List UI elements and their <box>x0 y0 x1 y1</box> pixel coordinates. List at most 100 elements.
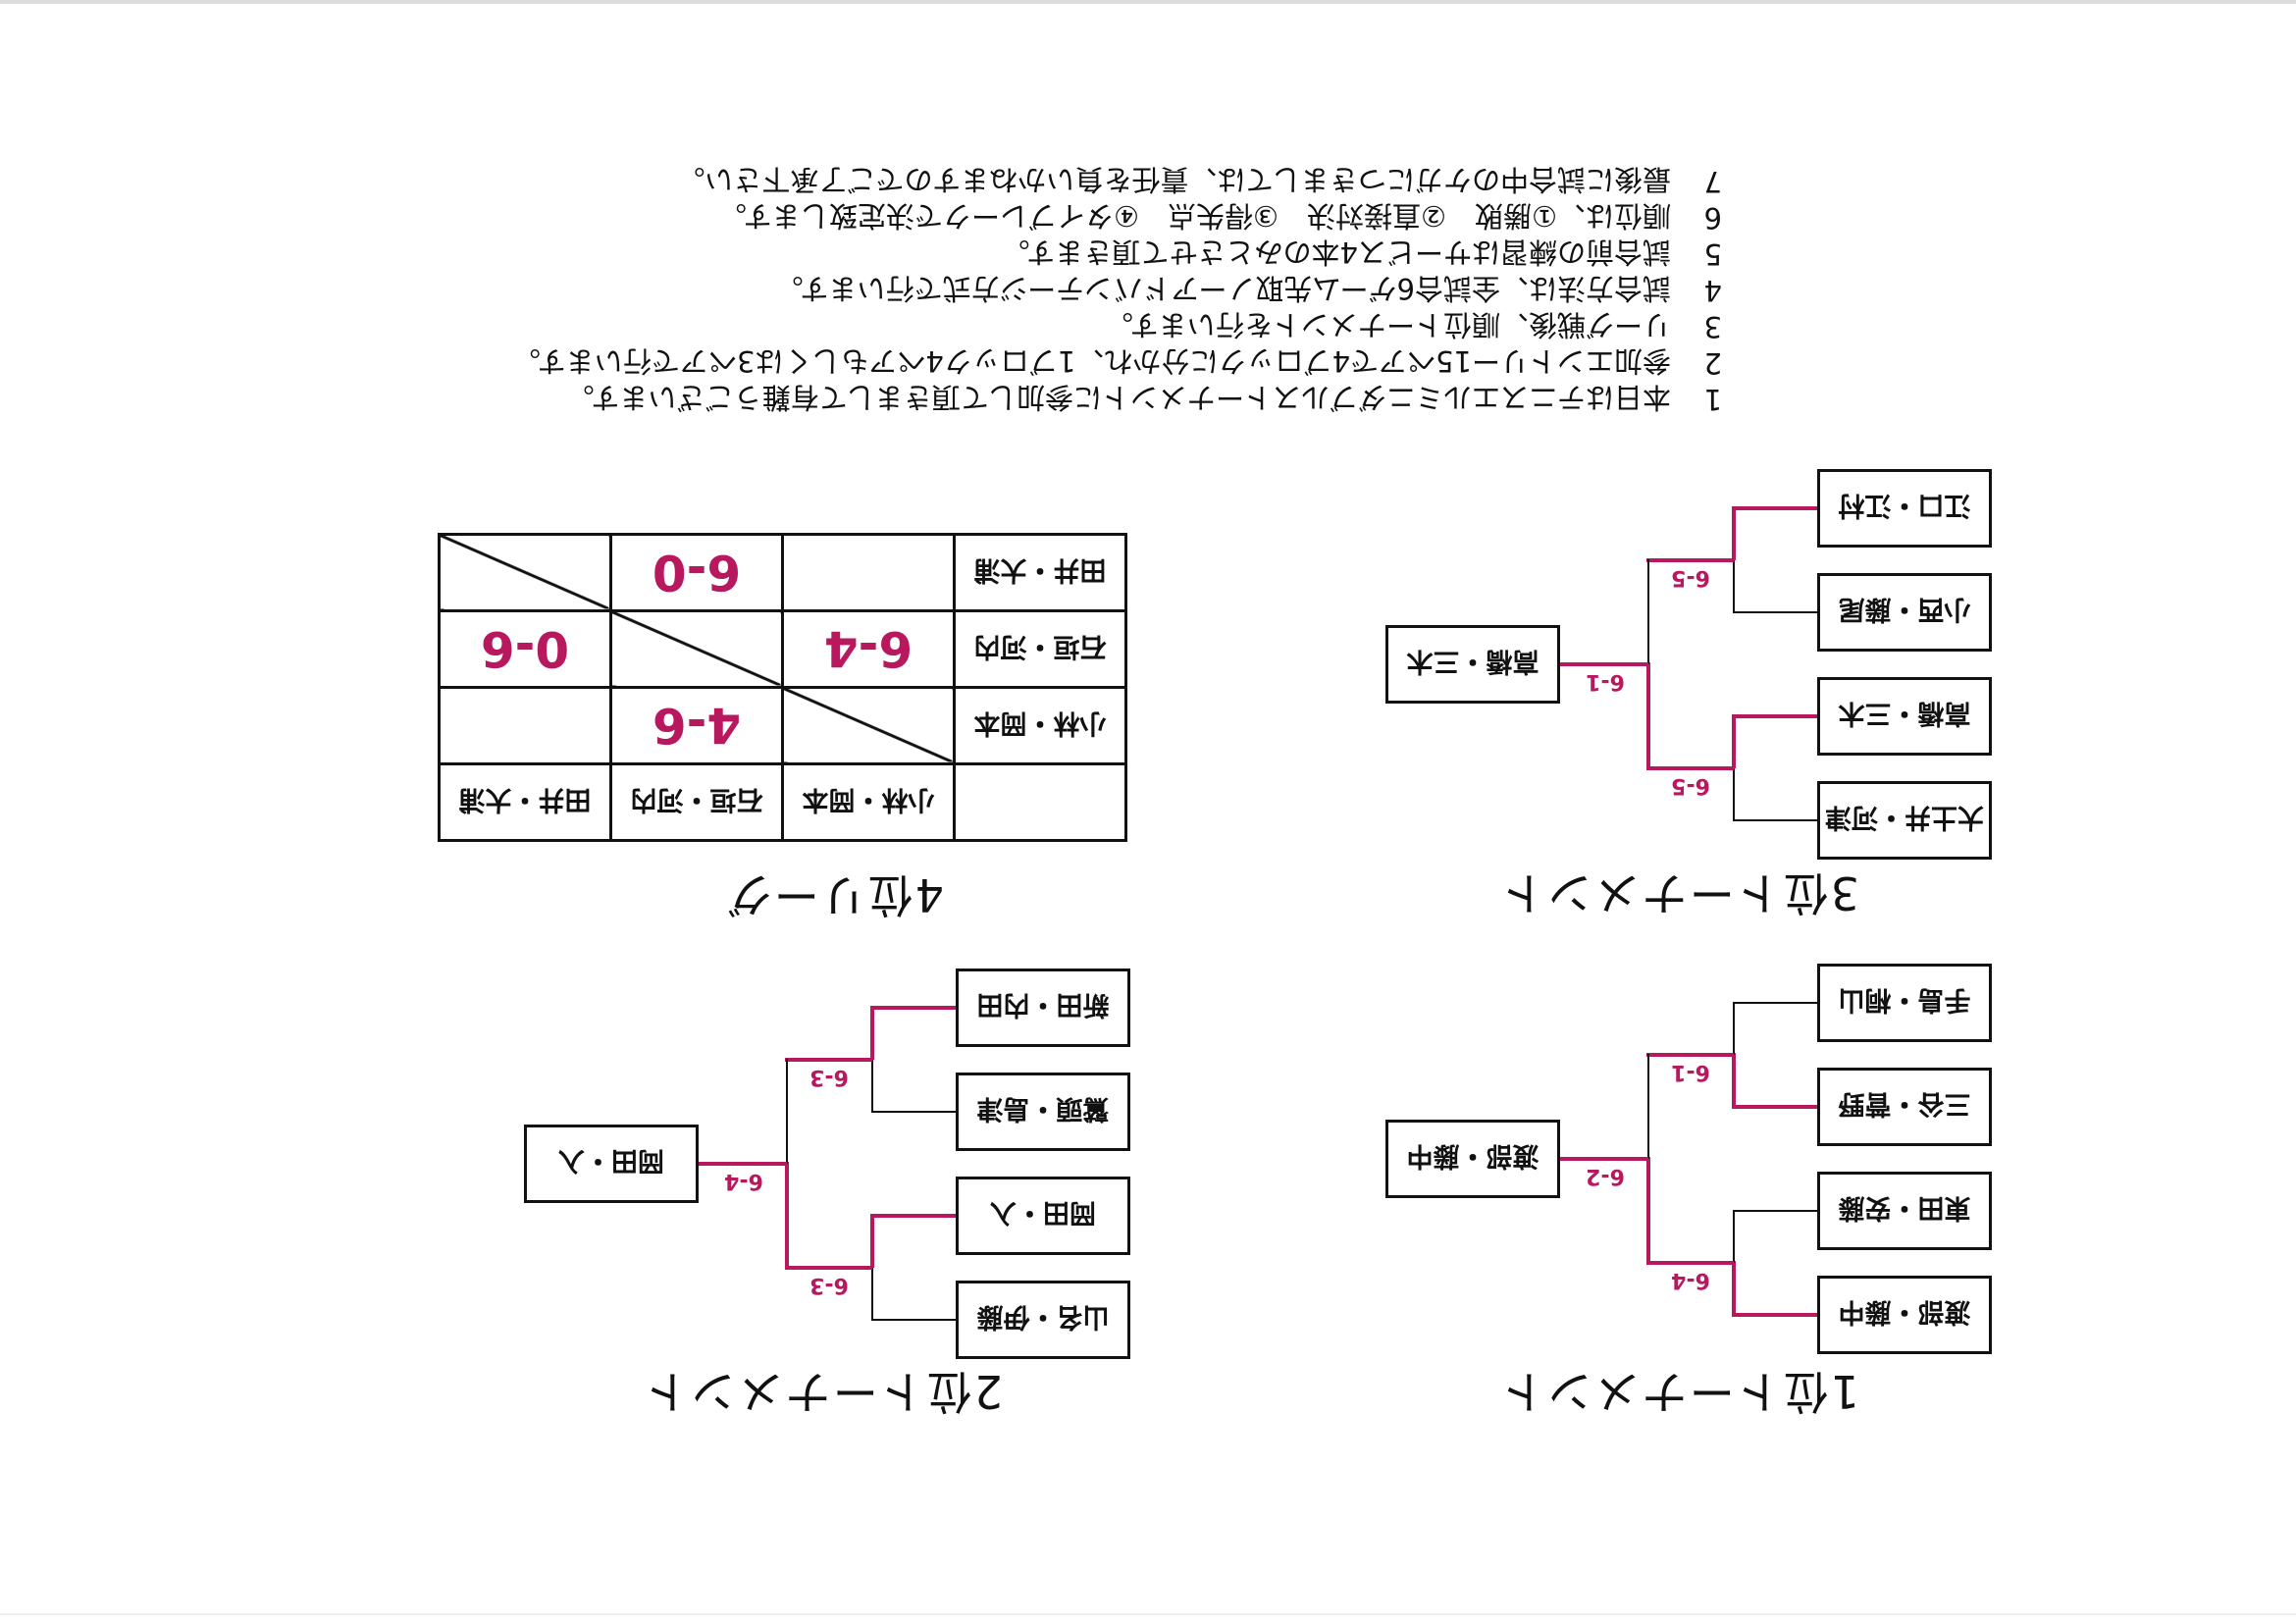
match-score: 6-1 <box>1671 1060 1710 1084</box>
league-title: 4位リーグ <box>724 868 944 921</box>
entrant-box: 新田・内田 <box>956 969 1130 1047</box>
bracket-line <box>1733 1002 1735 1055</box>
notes-list: 1 本日はテニスエルミニダブルストーナメントに参加して頂きまして有難うございます。… <box>512 164 1722 418</box>
winner-path-line <box>1732 1105 1817 1109</box>
entrant-box: 渡部・藤中 <box>1817 1276 1992 1354</box>
league-team-header: 田井・大浦 <box>439 763 611 841</box>
bracket-line <box>871 1319 956 1321</box>
league-team-label: 小林・岡本 <box>954 687 1126 764</box>
league-result-cell: 6-4 <box>782 610 955 688</box>
winner-path-line <box>1646 766 1734 770</box>
note-number: 7 <box>1703 165 1722 199</box>
scan-edge-top <box>0 1613 2296 1615</box>
winner-path-line <box>1732 714 1817 718</box>
note-item: 7 最後に試合中のケガにつきましては、責任を負いかねますのでご了承下さい。 <box>512 164 1722 200</box>
bracket-title-second: 2位トーナメント <box>642 1365 1003 1418</box>
winner-path-line <box>1732 1053 1736 1107</box>
bracket-line <box>1733 1210 1817 1212</box>
winner-path-line <box>785 1162 789 1268</box>
match-score: 6-3 <box>809 1273 849 1297</box>
winner-path-line <box>1732 1313 1817 1317</box>
note-text: 最後に試合中のケガにつきましては、責任を負いかねますのでご了承下さい。 <box>676 163 1671 197</box>
match-score: 6-5 <box>1671 565 1710 590</box>
bracket-line <box>871 1059 873 1112</box>
league-team-header: 石垣・河内 <box>610 763 783 841</box>
note-number: 2 <box>1703 346 1722 381</box>
bracket-line <box>871 1267 873 1320</box>
winner-path-line <box>785 1058 872 1062</box>
winner-path-line <box>1646 1053 1734 1057</box>
league-header-row: 小林・岡本石垣・河内田井・大浦 <box>439 763 1126 841</box>
bracket-line <box>1647 559 1649 664</box>
note-text: 参加エントリー15ペアで4ブロックに分かれ、1ブロック4ペアもしくは3ペアで行い… <box>511 344 1671 379</box>
winner-path-line <box>1732 1261 1736 1315</box>
champion-box: 岡田・入 <box>524 1125 699 1203</box>
note-number: 1 <box>1703 383 1722 417</box>
winner-path-line <box>697 1162 787 1166</box>
bracket-line <box>1733 611 1817 613</box>
note-number: 3 <box>1703 310 1722 344</box>
league-corner-cell <box>954 763 1126 841</box>
match-score: 6-3 <box>809 1065 849 1089</box>
league-team-label: 石垣・河内 <box>954 610 1126 688</box>
entrant-box: 山名・伊藤 <box>956 1281 1130 1359</box>
entrant-box: 手島・桐山 <box>1817 964 1992 1042</box>
note-text: 順位は、①勝敗 ②直接対決 ③得失点 ④タイブレークで決定致します。 <box>717 199 1671 234</box>
winner-path-line <box>870 1006 956 1010</box>
bracket-title-first: 1位トーナメント <box>1498 1365 1859 1418</box>
scan-edge-bottom <box>0 0 2296 4</box>
entrant-box: 小西・藤尾 <box>1817 573 1992 652</box>
champion-box: 高橋・三木 <box>1385 625 1560 704</box>
winner-path-line <box>1558 662 1648 666</box>
note-number: 5 <box>1703 237 1722 272</box>
note-item: 6 順位は、①勝敗 ②直接対決 ③得失点 ④タイブレークで決定致します。 <box>512 200 1722 236</box>
bracket-line <box>1733 819 1817 821</box>
entrant-box: 大土井・河津 <box>1817 781 1992 860</box>
note-text: 試合前の練習はサービス4本のみとさせて頂きます。 <box>1001 236 1671 270</box>
bracket-second-place: 山名・伊藤 岡田・入 鷲頭・島津 新田・内田 6-3 6-3 6-4 岡田・入 <box>522 967 1130 1359</box>
note-item: 5 試合前の練習はサービス4本のみとさせて頂きます。 <box>512 236 1722 273</box>
note-item: 4 試合方法は、全試合6ゲーム先取ノーアドバンテージ方式で行います。 <box>512 273 1722 309</box>
winner-path-line <box>870 1006 874 1060</box>
note-item: 3 リーグ戦後、順位トーナメントを行います。 <box>512 309 1722 345</box>
note-number: 6 <box>1703 201 1722 236</box>
league-result-cell: 0-6 <box>439 610 611 688</box>
bracket-line <box>1733 1002 1817 1004</box>
bracket-line <box>1733 559 1735 612</box>
league-self-cell <box>782 687 955 764</box>
bracket-line <box>786 1059 788 1164</box>
league-team-header: 小林・岡本 <box>782 763 955 841</box>
bracket-line <box>1733 1210 1735 1263</box>
note-text: 本日はテニスエルミニダブルストーナメントに参加して頂きまして有難うございます。 <box>565 381 1671 415</box>
note-item: 1 本日はテニスエルミニダブルストーナメントに参加して頂きまして有難うございます。 <box>512 382 1722 418</box>
note-number: 4 <box>1703 274 1722 308</box>
winner-path-line <box>1732 714 1736 768</box>
note-text: リーグ戦後、順位トーナメントを行います。 <box>1104 308 1671 342</box>
league-result-cell <box>439 687 611 764</box>
league-result-cell: 6-0 <box>610 534 783 611</box>
winner-path-line <box>870 1214 874 1268</box>
winner-path-line <box>785 1266 872 1270</box>
entrant-box: 江口・江村 <box>1817 469 1992 548</box>
final-score: 6-2 <box>1586 1164 1625 1188</box>
winner-path-line <box>1732 506 1817 510</box>
winner-path-line <box>1646 558 1734 562</box>
final-score: 6-4 <box>724 1169 763 1193</box>
match-score: 6-4 <box>1671 1268 1710 1292</box>
final-score: 6-1 <box>1586 669 1625 694</box>
note-text: 試合方法は、全試合6ゲーム先取ノーアドバンテージ方式で行います。 <box>774 272 1671 306</box>
entrant-box: 岡田・入 <box>956 1177 1130 1255</box>
champion-box: 渡部・藤中 <box>1385 1120 1560 1198</box>
winner-path-line <box>1646 1157 1650 1263</box>
entrant-box: 鷲頭・島津 <box>956 1073 1130 1151</box>
bracket-line <box>1647 1054 1649 1159</box>
entrant-box: 三谷・菅野 <box>1817 1068 1992 1146</box>
entrant-box: 東田・安藤 <box>1817 1172 1992 1250</box>
